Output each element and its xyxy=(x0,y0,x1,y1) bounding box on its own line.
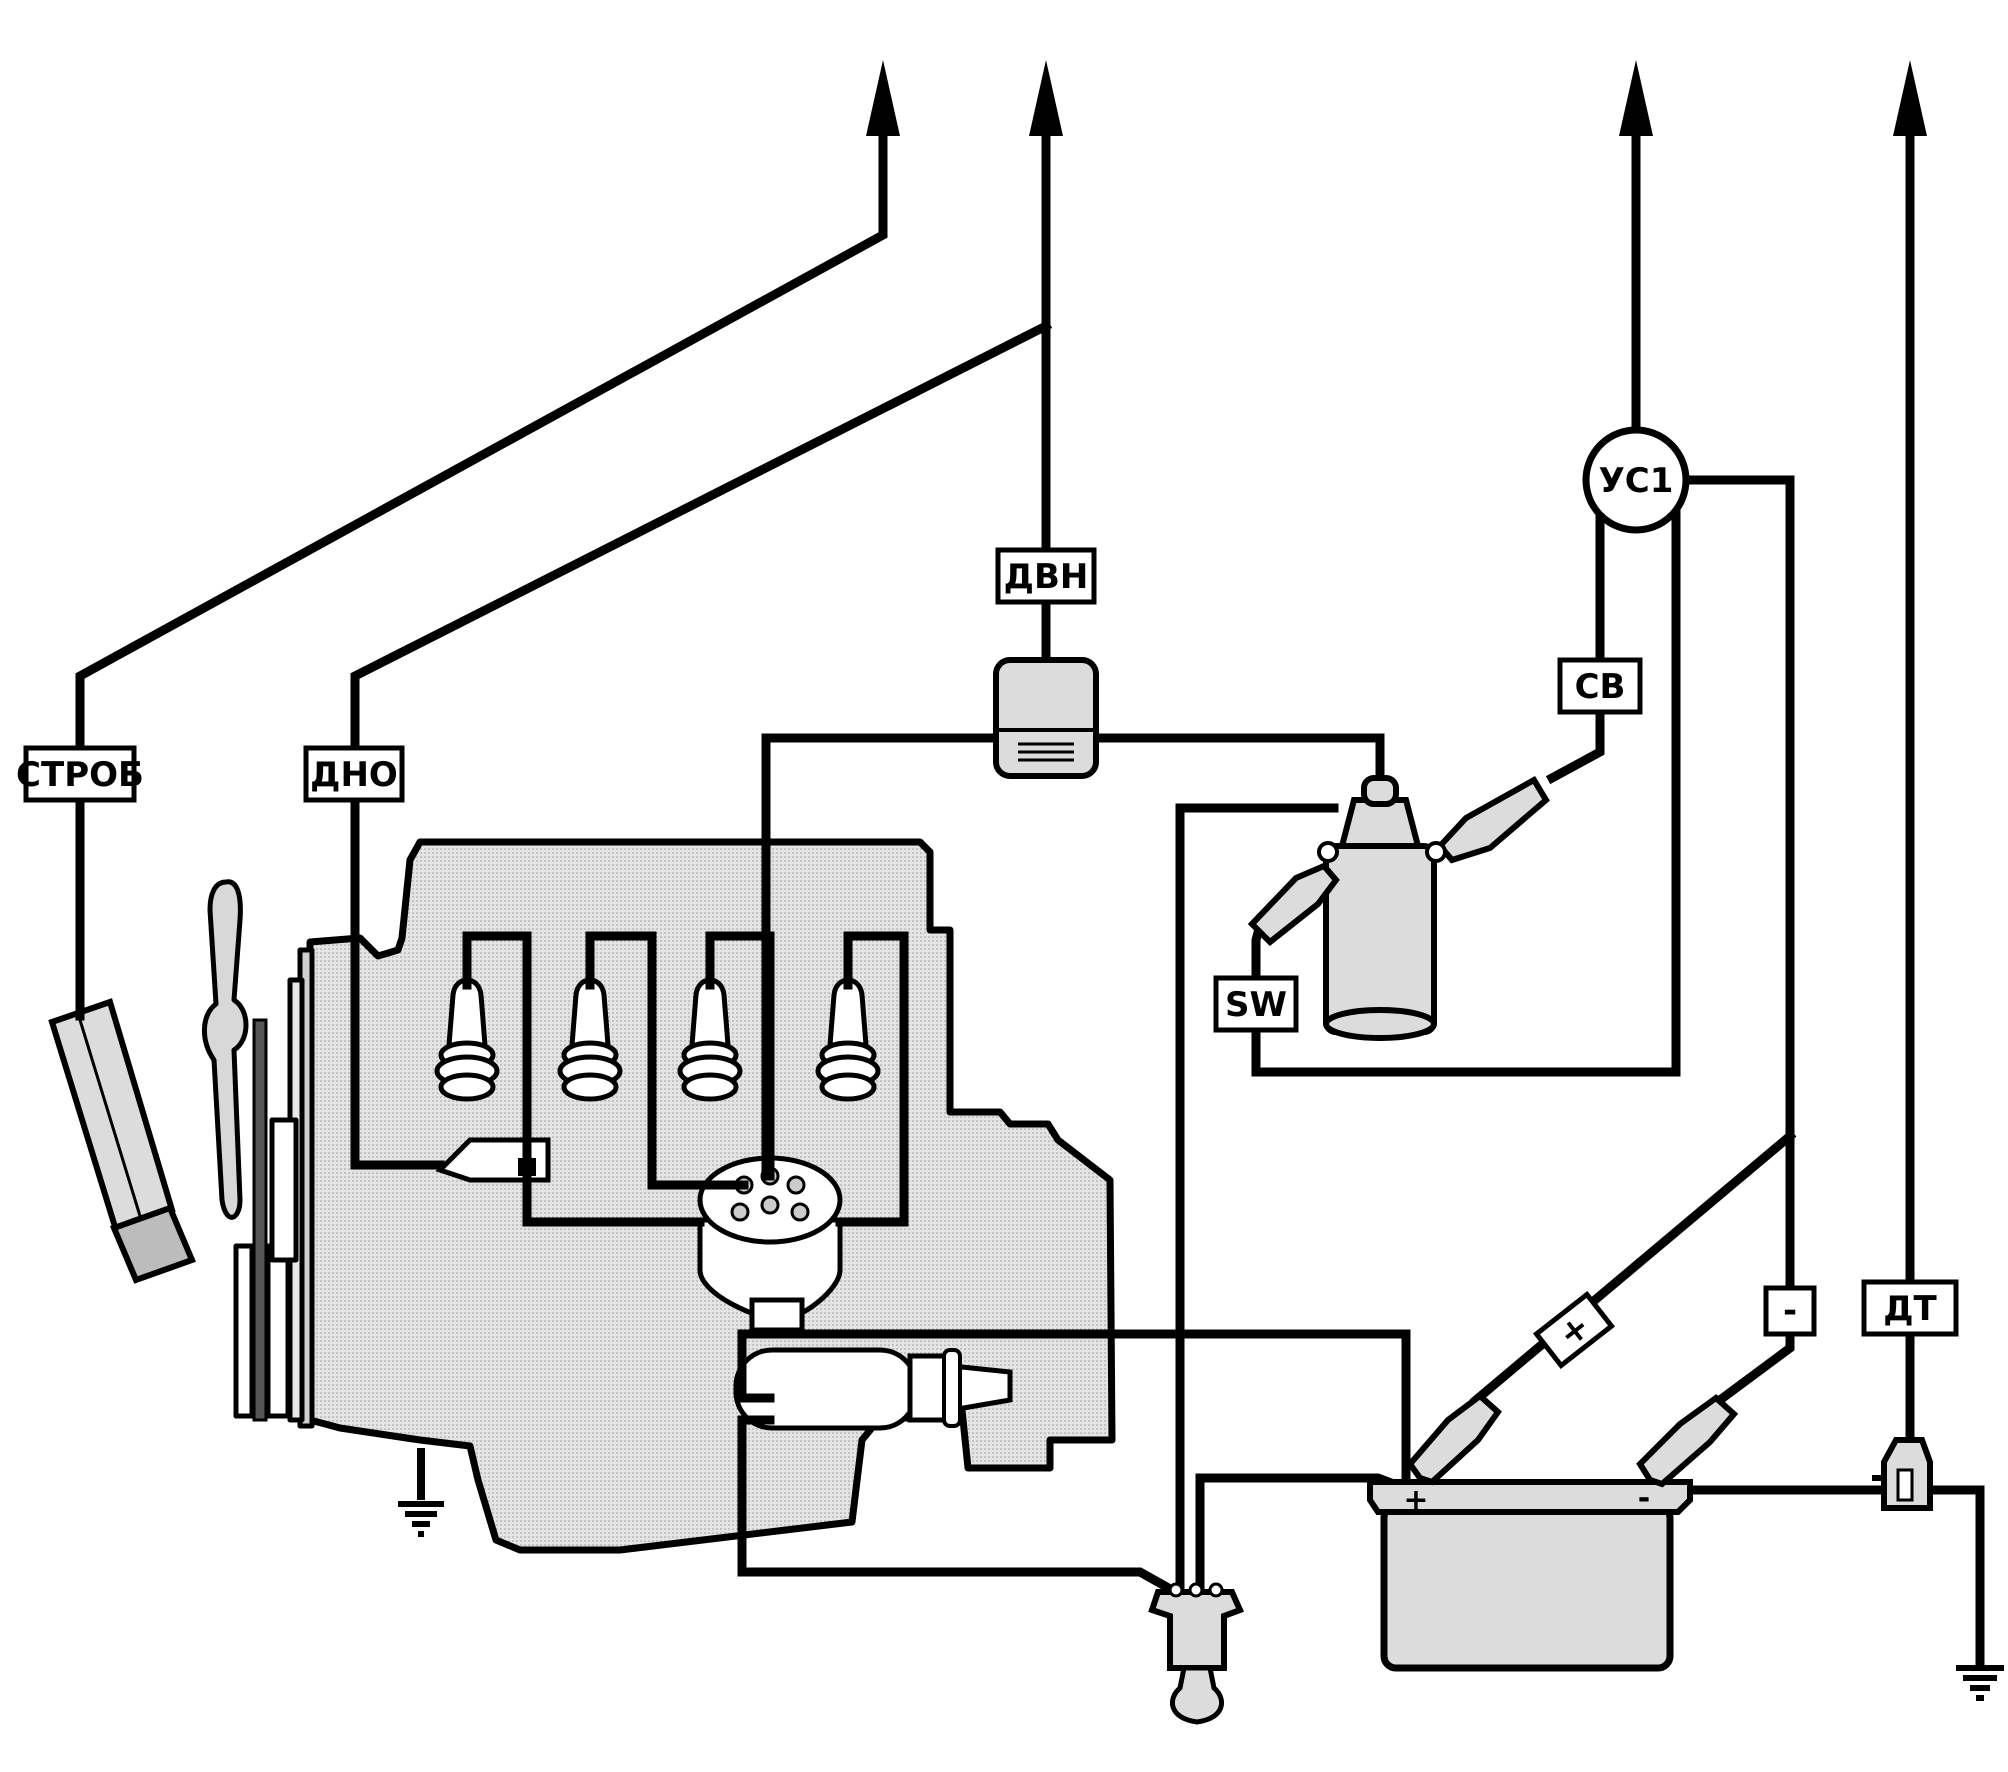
temp-sensor xyxy=(1872,1437,1933,1511)
svg-text:ДНО: ДНО xyxy=(310,755,398,795)
label-plus: + xyxy=(1532,1291,1616,1369)
label-dvn: ДВН xyxy=(995,547,1097,605)
battery: + - xyxy=(1367,1392,1739,1672)
label-dt: ДТ xyxy=(1861,1279,1959,1337)
svg-text:ДВН: ДВН xyxy=(1004,557,1089,597)
us1-unit: УС1 xyxy=(1582,426,1690,534)
svg-text:SW: SW xyxy=(1225,985,1287,1025)
engine-block xyxy=(201,838,1116,1554)
engine-ground-icon xyxy=(398,1448,444,1537)
label-strob: СТРОБ xyxy=(16,745,144,803)
svg-text:-: - xyxy=(1783,1291,1797,1331)
spark-plugs xyxy=(434,977,881,1102)
svg-text:СВ: СВ xyxy=(1575,667,1626,707)
label-minus: - xyxy=(1763,1285,1817,1337)
label-dno: ДНО xyxy=(303,745,405,803)
label-sw: SW xyxy=(1213,975,1299,1033)
battery-minus-terminal: - xyxy=(1638,1481,1650,1516)
label-sv: СВ xyxy=(1557,657,1643,715)
vacuum-sensor xyxy=(993,657,1099,779)
ignition-coil xyxy=(1247,775,1550,1041)
distributor xyxy=(697,1155,843,1333)
starter xyxy=(733,1347,1013,1431)
ignition-key-icon xyxy=(1170,1665,1224,1725)
output-arrows xyxy=(866,60,1927,136)
battery-plus-terminal: + xyxy=(1403,1483,1428,1518)
svg-text:СТРОБ: СТРОБ xyxy=(16,755,144,795)
svg-text:ДТ: ДТ xyxy=(1883,1289,1937,1329)
battery-ground-icon xyxy=(1956,1665,2004,1701)
ignition-switch xyxy=(1148,1582,1245,1725)
wires xyxy=(75,115,1985,1670)
strobe-clamp xyxy=(48,998,197,1284)
us1-label: УС1 xyxy=(1599,461,1674,501)
